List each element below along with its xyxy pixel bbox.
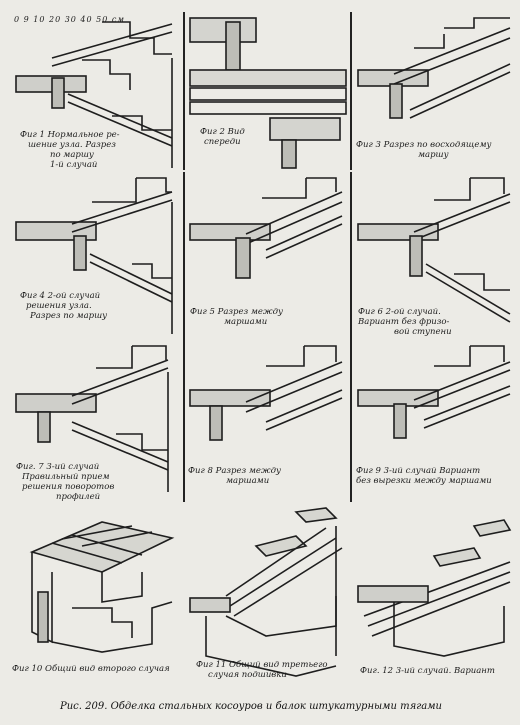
figure-7-caption: Фиг. 7 3-ий случай Правильный прием реше… [16, 462, 115, 502]
figure-2: Фиг 2 Вид спереди [186, 14, 348, 170]
figure-12: Фиг. 12 3-ий случай. Вариант [354, 506, 514, 686]
figure-5-caption: Фиг 5 Разрез между маршами [190, 307, 283, 327]
figure-4: Фиг 4 2-ой случай решения узла. Разрез п… [12, 174, 180, 340]
figure-11-drawing [189, 507, 343, 677]
figure-10: Фиг 10 Общий вид второго случая [12, 512, 180, 684]
figure-5-drawing [189, 177, 343, 279]
figure-1: Фиг 1 Нормальное ре- шение узла. Разрез … [12, 18, 180, 170]
figure-6: Фиг 6 2-ой случай. Вариант без фризо- во… [354, 174, 514, 340]
plate-caption: Рис. 209. Обделка стальных косоуров и ба… [60, 701, 442, 712]
figure-7: Фиг. 7 3-ий случай Правильный прием реше… [12, 342, 180, 502]
figure-8-drawing [189, 345, 343, 441]
figure-12-caption: Фиг. 12 3-ий случай. Вариант [360, 666, 495, 676]
figure-9-caption: Фиг 9 3-ий случай Вариант без вырезки ме… [356, 466, 492, 486]
figure-3: Фиг 3 Разрез по восходящему маршу [354, 14, 514, 170]
divider-line [183, 172, 185, 342]
figure-1-drawing [15, 21, 173, 168]
figure-9-drawing [357, 345, 511, 439]
figure-10-caption: Фиг 10 Общий вид второго случая [12, 664, 170, 674]
figure-11-caption: Фиг 11 Общий вид третьего случая подшивк… [196, 660, 328, 680]
divider-line [350, 342, 352, 502]
divider-line [350, 12, 352, 170]
figure-4-caption: Фиг 4 2-ой случай решения узла. Разрез п… [20, 291, 108, 321]
figure-11: Фиг 11 Общий вид третьего случая подшивк… [186, 506, 348, 686]
figure-2-caption: Фиг 2 Вид спереди [200, 127, 245, 147]
figure-10-drawing [29, 521, 175, 653]
figure-1-caption: Фиг 1 Нормальное ре- шение узла. Разрез … [20, 130, 120, 170]
divider-line [350, 172, 352, 342]
scale-bar: 0 9 10 20 30 40 50 см [14, 15, 125, 24]
figure-4-drawing [15, 177, 173, 334]
figure-3-caption: Фиг 3 Разрез по восходящему маршу [356, 140, 492, 160]
figure-6-caption: Фиг 6 2-ой случай. Вариант без фризо- во… [358, 307, 452, 337]
figure-5: Фиг 5 Разрез между маршами [186, 174, 348, 340]
divider-line [183, 12, 185, 170]
figure-12-drawing [357, 519, 512, 657]
figure-9: Фиг 9 3-ий случай Вариант без вырезки ме… [354, 342, 514, 500]
figure-8: Фиг 8 Разрез между маршами [186, 342, 348, 500]
figure-6-drawing [357, 177, 511, 323]
divider-line [183, 342, 185, 502]
figure-7-drawing [15, 345, 169, 492]
figure-2-drawing [189, 17, 347, 169]
figure-3-drawing [357, 17, 511, 119]
figure-8-caption: Фиг 8 Разрез между маршами [188, 466, 281, 486]
